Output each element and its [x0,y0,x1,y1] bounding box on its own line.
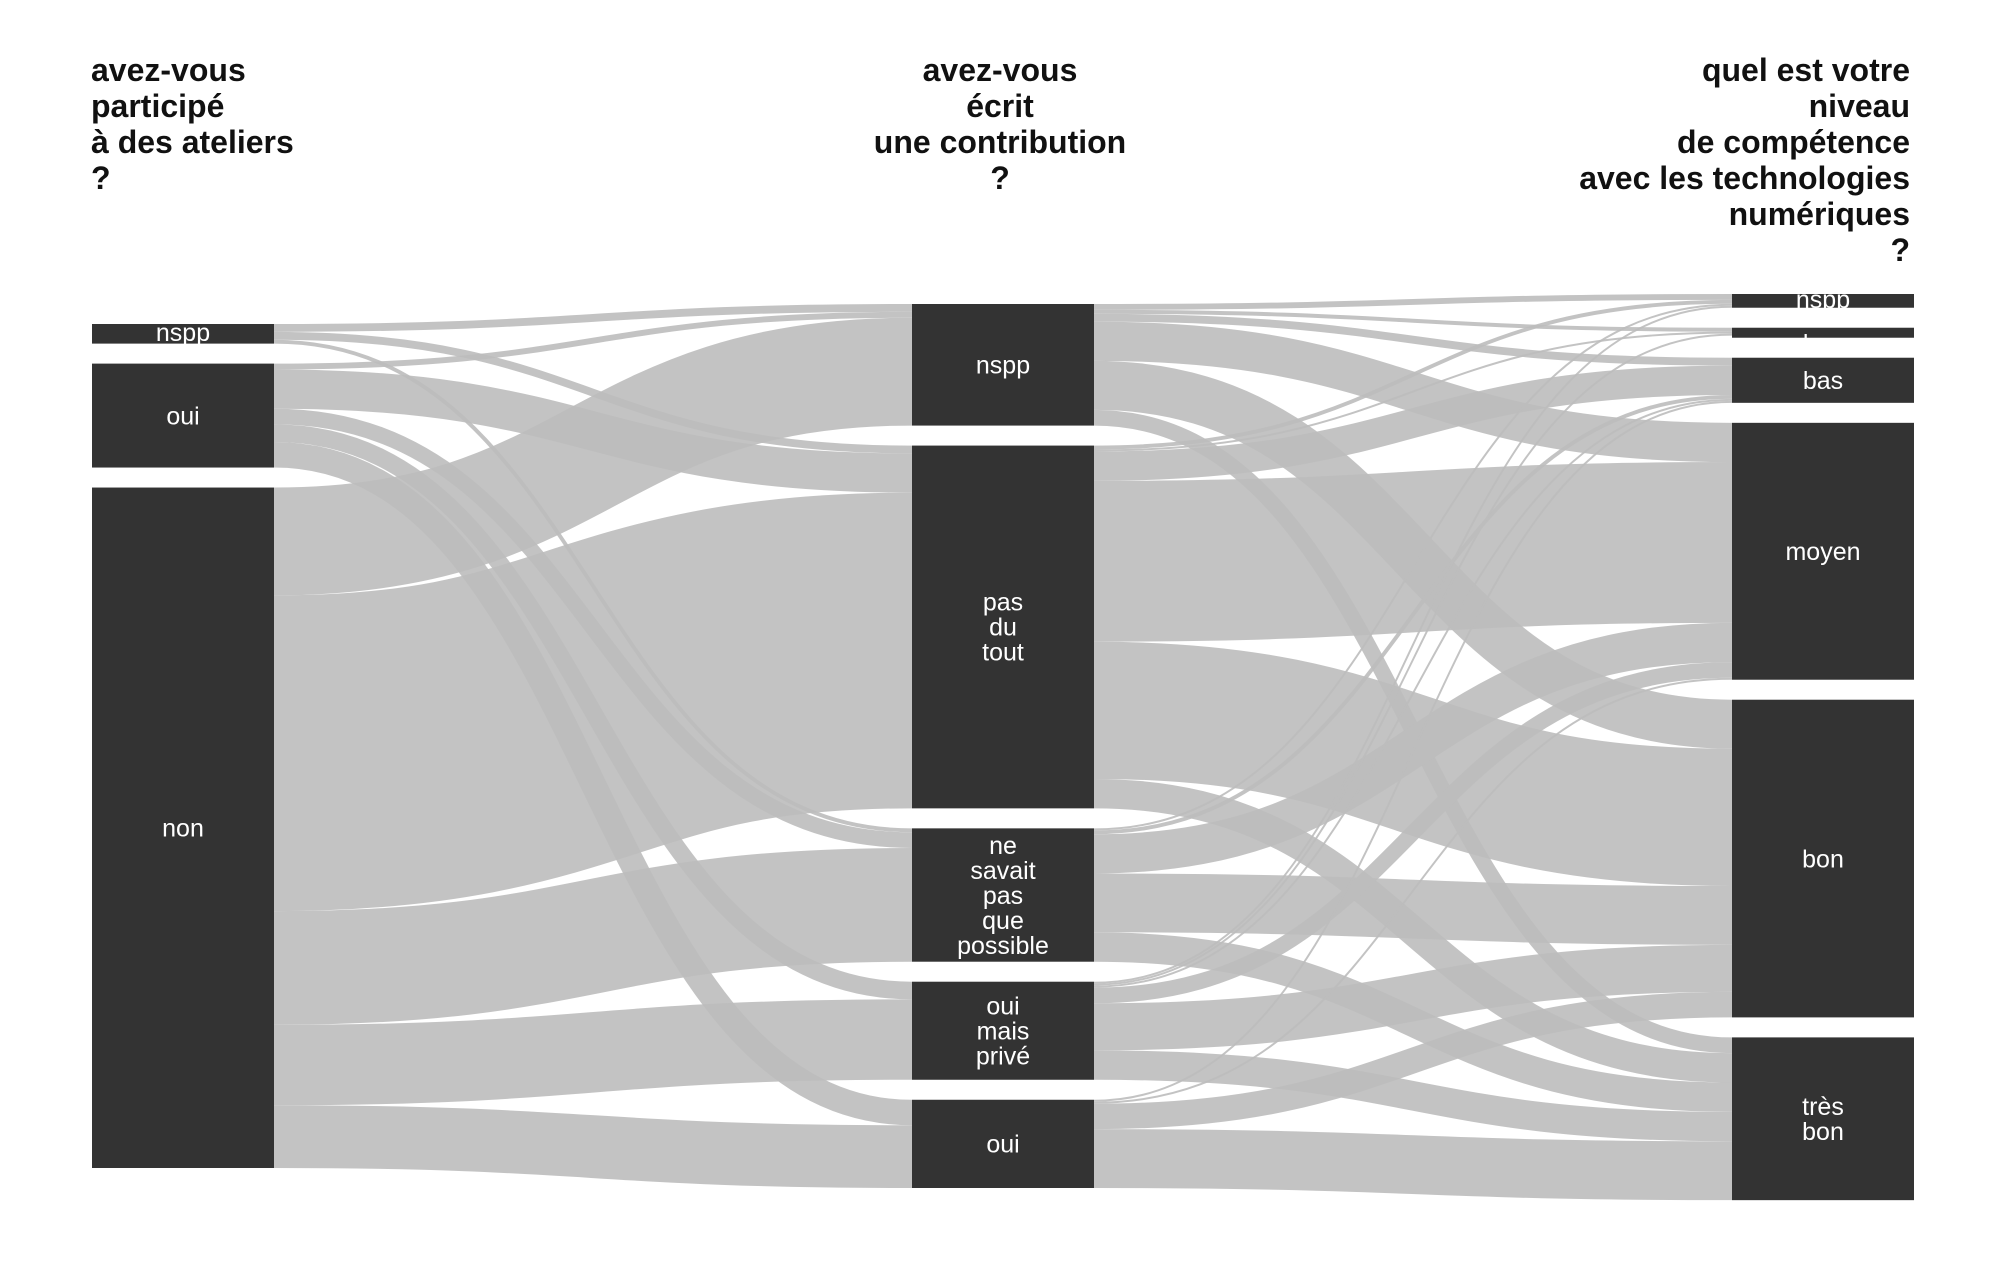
sankey-node-label-a_oui: oui [166,402,199,430]
sankey-link-b_nsp-c_bon [1093,873,1733,945]
sankey-link-b_nsp-c_nspp [1093,303,1733,831]
sankey-link-b_nspp-c_bas [1093,313,1733,366]
sankey-link-a_non-b_omp [273,999,913,1106]
sankey-link-b_nsp-c_bas [1093,394,1733,835]
sankey-link-b_omp-c_moy [1093,662,1733,1004]
sankey-node-b_nspp [912,304,1094,426]
sankey-link-b_omp-c_nspp [1093,305,1733,984]
sankey-node-a_nspp [92,324,274,344]
sankey-link-b_nsp-c_tbon [1093,932,1733,1112]
sankey-link-b_pdt-c_bas [1093,365,1733,481]
sankey-link-b_omp-c_tbon [1093,1050,1733,1142]
sankey-link-b_pdt-c_nspp [1093,299,1733,450]
sankey-node-c_tb [1732,327,1914,338]
sankey-node-label-c_bas: bas [1803,367,1843,395]
sankey-node-b_oui [912,1099,1094,1188]
sankey-node-b_pdt [912,445,1094,809]
sankey-link-a_nspp-b_nspp [273,304,913,332]
sankey-node-label-a_non: non [162,815,204,843]
sankey-link-b_oui-c_moy [1093,677,1733,1104]
sankey-node-label-c_nspp: nspp [1796,286,1850,314]
sankey-node-label-b_nspp: nspp [976,352,1030,380]
sankey-link-b_oui-c_bas [1093,400,1733,1102]
sankey-link-a_nspp-b_pdt [273,331,913,454]
sankey-node-label-c_bon: bon [1802,845,1844,873]
sankey-link-b_nsp-c_moy [1093,622,1733,874]
sankey-node-c_bas [1732,357,1914,403]
column-title-competence: quel est votre niveau de compétence avec… [1579,52,1910,268]
sankey-node-label-b_oui: oui [986,1131,1019,1159]
sankey-node-c_moy [1732,422,1914,680]
sankey-link-a_non-b_nspp [273,317,913,596]
sankey-node-c_nspp [1732,294,1914,308]
sankey-link-b_pdt-c_tb [1093,331,1733,452]
sankey-link-b_omp-c_tb [1093,333,1733,986]
column-title-ateliers: avez-vous participé à des ateliers ? [91,52,294,196]
sankey-node-b_omp [912,981,1094,1080]
sankey-link-b_pdt-c_moy [1093,462,1733,642]
sankey-link-a_oui-b_nspp [273,311,913,370]
links-layer [273,293,1733,1201]
sankey-link-b_omp-c_bas [1093,398,1733,988]
sankey-link-b_nspp-c_nspp [1093,293,1733,310]
sankey-link-b_oui-c_bon [1093,991,1733,1130]
sankey-node-c_tbon [1732,1037,1914,1201]
sankey-node-a_non [92,487,274,1168]
sankey-node-a_oui [92,363,274,468]
sankey-node-c_bon [1732,699,1914,1018]
sankey-node-label-c_moy: moyen [1785,538,1860,566]
column-title-contribution: avez-vous écrit une contribution ? [873,52,1127,196]
sankey-node-label-a_nspp: nspp [156,319,210,347]
sankey-link-a_non-b_oui [273,1105,913,1188]
sankey-link-a_non-b_pdt [273,492,913,912]
sankey-link-b_oui-c_tbon [1093,1129,1733,1201]
sankey-node-b_nsp [912,828,1094,962]
sankey-link-b_nspp-c_tb [1093,309,1733,332]
sankey-link-b_omp-c_bon [1093,944,1733,1051]
sankey-link-a_non-b_nsp [273,847,913,1025]
